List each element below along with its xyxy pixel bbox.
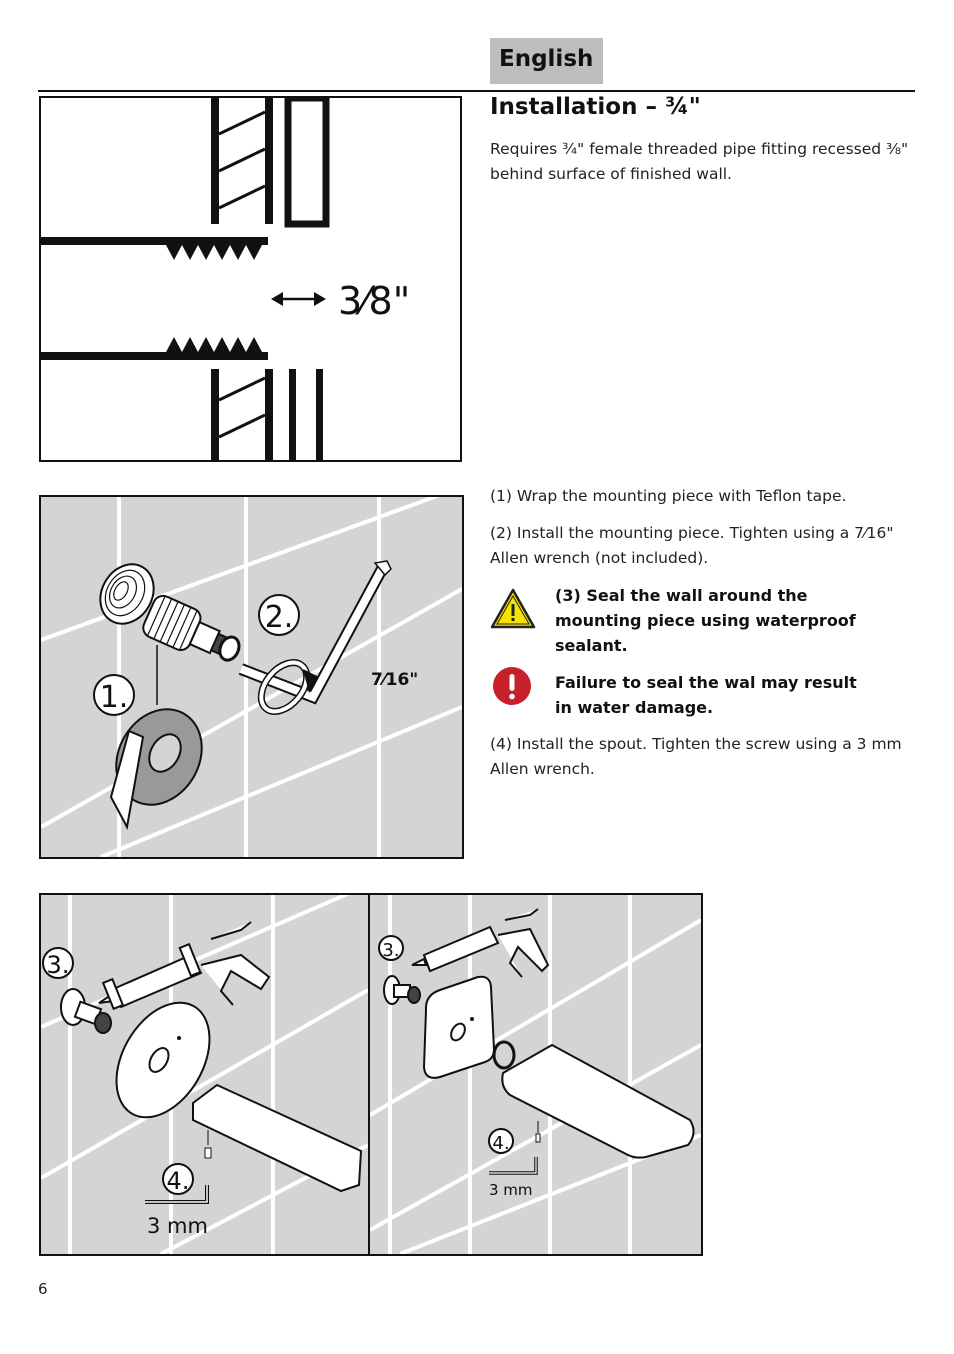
wrench-size-7-16: 7⁄16" (371, 670, 418, 690)
language-label: English (499, 46, 594, 72)
round-trim-figure: 3. 4. 3 mm (39, 893, 370, 1256)
square-trim-drawing: 3. 4. 3 mm (370, 895, 701, 1254)
warning-line-1: Failure to seal the wal may result (555, 673, 857, 692)
header-rule (38, 90, 915, 92)
wrench-size-3mm-square: 3 mm (489, 1181, 533, 1199)
callout-2: 2. (265, 600, 294, 635)
recess-diagram: 3⁄8" (39, 96, 462, 462)
exclamation-circle-icon (492, 666, 532, 706)
step-2-text: (2) Install the mounting piece. Tighten … (490, 521, 920, 571)
step-1-text: (1) Wrap the mounting piece with Teflon … (490, 487, 847, 505)
mounting-figure: 1. 2. 7⁄16" (39, 495, 464, 859)
round-trim-drawing: 3. 4. 3 mm (41, 895, 368, 1254)
mounting-drawing: 1. 2. 7⁄16" (41, 497, 462, 857)
warning-line-2: in water damage. (555, 698, 714, 717)
intro-text: Requires ¾" female threaded pipe fitting… (490, 137, 920, 187)
warning-text: Failure to seal the wal may result in wa… (555, 670, 915, 720)
intro-line-1: Requires ¾" female threaded pipe fitting… (490, 140, 909, 158)
step-3-line-2: mounting piece using waterproof (555, 611, 856, 630)
page-number: 6 (38, 1280, 48, 1298)
recess-dimension-label: 3⁄8" (338, 279, 410, 323)
recess-diagram-drawing: 3⁄8" (41, 98, 410, 460)
callout-4-square: 4. (492, 1133, 509, 1154)
step-2-line-1: (2) Install the mounting piece. Tighten … (490, 524, 894, 542)
step-2-line-2: Allen wrench (not included). (490, 549, 709, 567)
warning-triangle-icon (490, 588, 536, 630)
step-3-line-1: (3) Seal the wall around the (555, 586, 808, 605)
callout-4-round: 4. (167, 1167, 190, 1195)
square-trim-figure: 3. 4. 3 mm (368, 893, 703, 1256)
wrench-size-3mm-round: 3 mm (147, 1214, 208, 1238)
intro-line-2: behind surface of finished wall. (490, 165, 732, 183)
step-3-line-3: sealant. (555, 636, 628, 655)
step-4-line-2: Allen wrench. (490, 760, 595, 778)
callout-1: 1. (100, 680, 129, 715)
language-tab: English (490, 38, 603, 84)
callout-3-round: 3. (47, 951, 70, 979)
step-4-text: (4) Install the spout. Tighten the screw… (490, 732, 920, 782)
step-3-text: (3) Seal the wall around the mounting pi… (555, 583, 915, 658)
section-title: Installation – ¾" (490, 94, 701, 120)
step-4-line-1: (4) Install the spout. Tighten the screw… (490, 735, 902, 753)
callout-3-square: 3. (382, 940, 399, 961)
